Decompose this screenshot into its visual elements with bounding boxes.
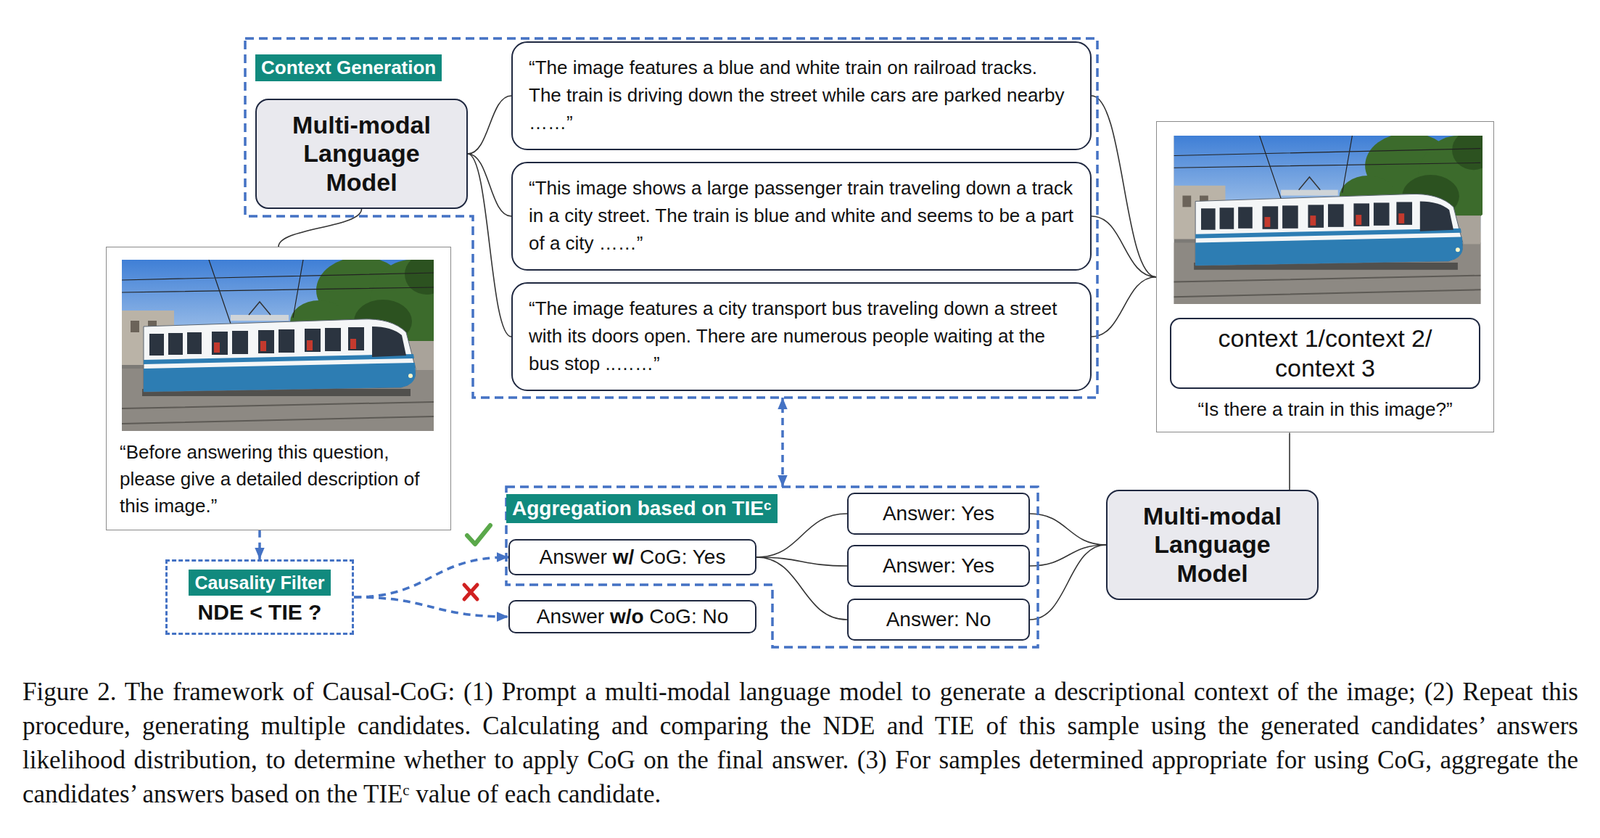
group-outline (245, 38, 1098, 398)
node-text: “Is there a train in this image?” (1197, 397, 1453, 423)
connector (1029, 544, 1107, 620)
connector (278, 208, 362, 247)
text-run: w/o (609, 604, 645, 628)
answer-box: Answer: No (847, 598, 1030, 641)
image-panel: “Before answering this question, please … (105, 246, 452, 531)
text-run: Yes (692, 545, 727, 568)
context-select-box: context 1/context 2/ context 3 (1169, 317, 1481, 389)
answer-box: Answer w/o CoG: No (508, 599, 757, 634)
node-text: “This image shows a large passenger trai… (528, 174, 1075, 257)
text-run (633, 545, 640, 568)
node-text: “The image features a city transport bus… (528, 295, 1075, 378)
header-label: Context Generation (255, 54, 442, 82)
group-outline (506, 486, 1038, 647)
connector (467, 153, 512, 337)
text-run (644, 604, 650, 628)
context-box: “The image features a city transport bus… (511, 282, 1092, 391)
connector (781, 397, 785, 487)
text-run (686, 545, 692, 568)
node-text: Answer w/o CoG: No (536, 604, 729, 629)
answer-box: Answer: Yes (847, 544, 1030, 587)
connector (1029, 513, 1107, 545)
connector (1091, 216, 1157, 278)
context-box: “This image shows a large passenger trai… (511, 161, 1092, 271)
node-text: Answer: Yes (882, 553, 995, 579)
connector (353, 596, 509, 617)
node-text: context 1/context 2/ context 3 (1178, 323, 1472, 383)
text-run: No (702, 604, 729, 628)
check-mark (467, 525, 491, 544)
text-run: CoG: (639, 545, 687, 568)
caption: Figure 2. The framework of Causal-CoG: (… (22, 674, 1579, 811)
node-text: Answer: Yes (882, 501, 995, 526)
node-text: “The image features a blue and white tra… (528, 54, 1075, 137)
connector (1288, 432, 1291, 490)
header-label: Causality Filter (188, 569, 331, 596)
text-run (607, 545, 613, 568)
node-text: Multi-modal Language Model (1116, 501, 1309, 587)
connector (258, 530, 262, 560)
filter-box: Causality FilterNDE < TIE ? (165, 559, 354, 635)
node-text: Answer w/ CoG: Yes (539, 544, 727, 570)
connector (756, 557, 848, 620)
model-box: Multi-modal Language Model (1106, 489, 1319, 600)
connector (467, 153, 512, 217)
text-run: Answer (536, 604, 605, 628)
cross-mark (464, 584, 478, 600)
text-run: w/ (612, 545, 635, 568)
answer-box: Answer w/ CoG: Yes (508, 538, 757, 576)
node-text: “Before answering this question, please … (119, 438, 438, 520)
text-run (604, 604, 610, 628)
node-text: Multi-modal Language Model (265, 110, 458, 196)
text-run: CoG: (649, 604, 697, 628)
header-label: Aggregation based on TIEᶜ (506, 493, 778, 523)
model-box: Multi-modal Language Model (255, 98, 468, 209)
tram-photo (121, 253, 452, 431)
connector (467, 95, 512, 154)
text-run: Answer (539, 545, 608, 568)
text-run (697, 604, 703, 628)
node-text: Answer: No (886, 607, 992, 632)
connector (1091, 95, 1157, 278)
connector (353, 557, 509, 597)
connector (1091, 277, 1157, 337)
image-panel: “Is there a train in this image?” context… (1156, 121, 1495, 433)
node-text: NDE < TIE ? (198, 599, 323, 625)
connector (756, 557, 848, 566)
answer-box: Answer: Yes (847, 492, 1030, 535)
context-box: “The image features a blue and white tra… (511, 41, 1092, 151)
tram-photo (1174, 129, 1498, 304)
group-region: Context GenerationMulti-modal Language M… (245, 38, 1098, 398)
